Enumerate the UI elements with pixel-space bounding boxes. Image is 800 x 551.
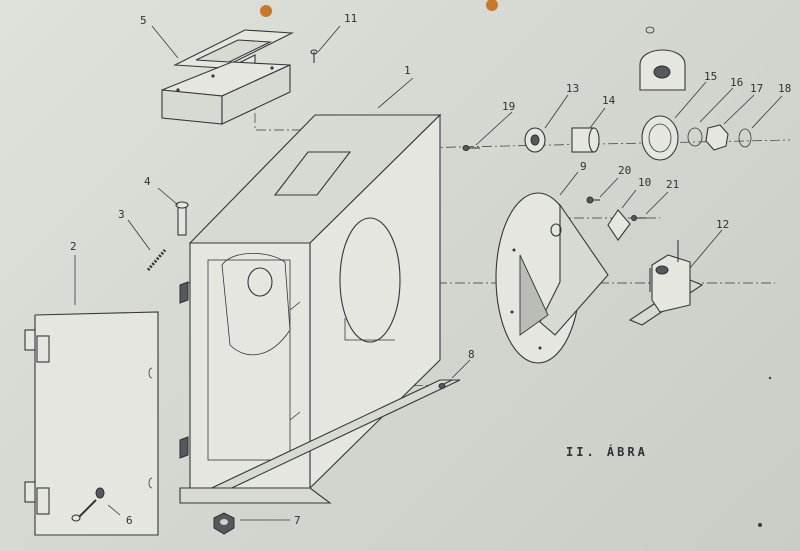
part-17-nut [705,124,729,151]
part-13-washer [524,127,546,153]
part-label-12: 12 [716,218,729,231]
part-6-bolt [71,487,105,522]
part-14-sleeve [571,127,600,153]
punch-hole [260,5,272,17]
part-label-10: 10 [638,176,651,189]
part-21-bolt [631,215,646,221]
part-2-door [24,311,159,536]
part-18-circlip [738,128,752,148]
part-label-9: 9 [580,160,587,173]
part-label-1: 1 [404,64,411,77]
part-label-16: 16 [730,76,743,89]
part-15-ball-bearing [641,115,679,161]
part-label-13: 13 [566,82,579,95]
part-label-7: 7 [294,514,301,527]
part-4-pin [175,201,189,236]
part-5-flange [161,29,295,125]
part-12-bearing-block [628,240,704,326]
part-20-bolt [586,196,600,204]
part-15-bearing-housing-cap [639,26,686,91]
part-label-8: 8 [468,348,475,361]
part-label-2: 2 [70,240,77,253]
part-label-15: 15 [704,70,717,83]
leader-lines [74,25,783,521]
part-label-11: 11 [344,12,357,25]
part-label-6: 6 [126,514,133,527]
part-11-bolt [310,49,318,63]
part-1-housing [179,113,461,504]
part-7-nut [213,512,235,535]
dust-mark [768,376,772,380]
part-19-screw [462,145,480,151]
part-16-lock-washer [687,127,703,147]
part-label-14: 14 [602,94,616,107]
part-label-17: 17 [750,82,763,95]
part-9-plate [495,192,609,364]
figure-caption: II. ÁBRA [566,444,648,459]
part-label-5: 5 [140,14,147,27]
part-10-plate [607,209,631,241]
part-label-3: 3 [118,208,125,221]
part-3-rod [146,249,167,271]
part-label-19: 19 [502,100,515,113]
part-label-18: 18 [778,82,791,95]
punch-hole [486,0,498,11]
part-label-4: 4 [144,175,151,188]
part-8-screw [438,379,453,389]
dust-mark [758,523,762,527]
part-label-21: 21 [666,178,679,191]
part-label-20: 20 [618,164,631,177]
